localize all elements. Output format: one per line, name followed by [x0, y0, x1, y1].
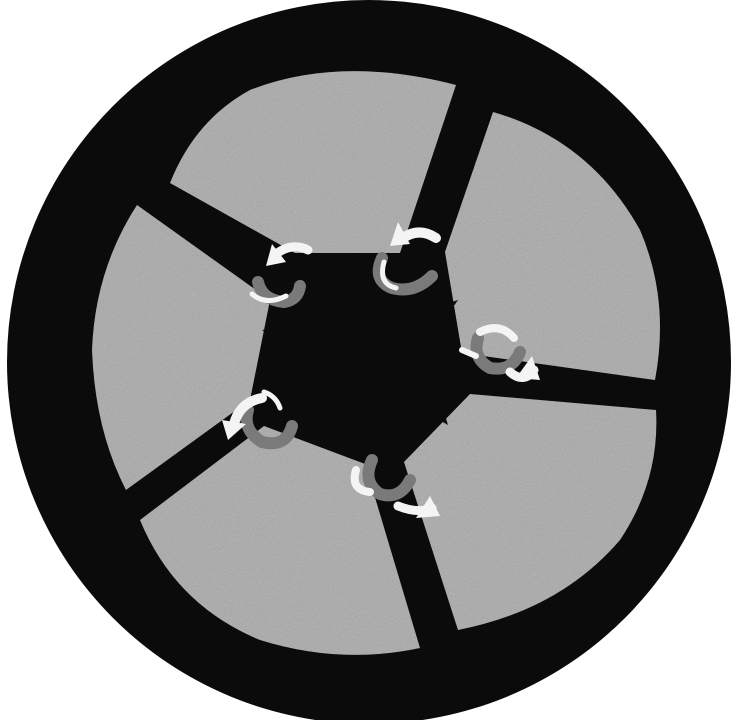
- wheel-diagram: [0, 0, 739, 720]
